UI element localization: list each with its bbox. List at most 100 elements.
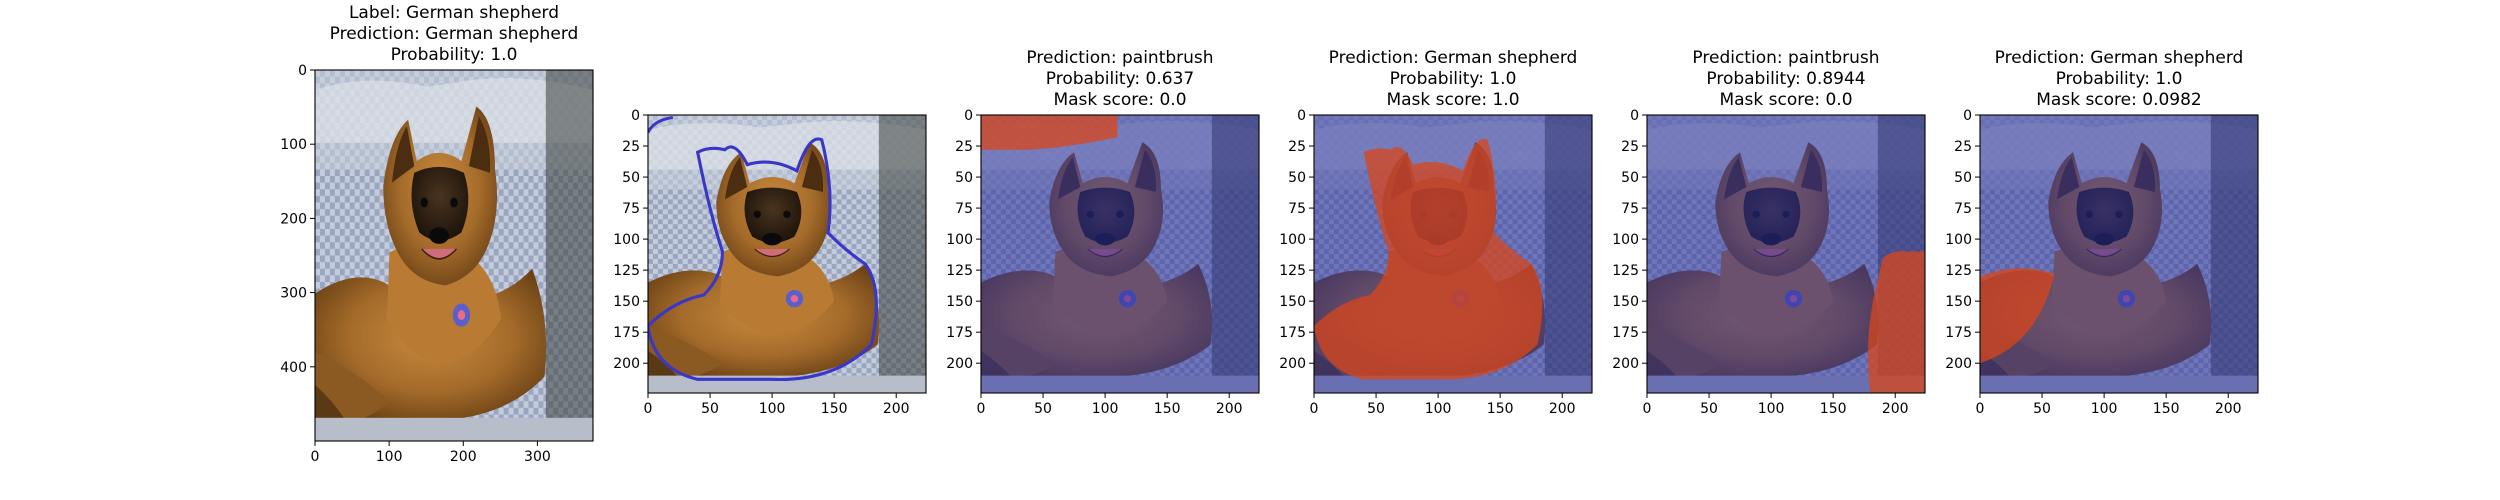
x-tick-label: 200 bbox=[883, 401, 910, 417]
x-tick-label: 150 bbox=[2153, 401, 2180, 417]
y-tick-label: 200 bbox=[946, 356, 973, 372]
german-shepherd-photo bbox=[981, 115, 1260, 394]
mask-region bbox=[1867, 250, 1925, 393]
y-tick-label: 25 bbox=[622, 139, 640, 155]
y-tick-label: 150 bbox=[1945, 294, 1972, 310]
x-tick-label: 100 bbox=[1425, 401, 1452, 417]
german-shepherd-photo bbox=[1647, 115, 1926, 394]
y-tick-label: 75 bbox=[1954, 201, 1972, 217]
x-tick-label: 100 bbox=[1758, 401, 1785, 417]
german-shepherd-photo bbox=[1314, 115, 1593, 394]
panel-title-line: Mask score: 0.0982 bbox=[2036, 90, 2201, 110]
panel-title-line: Probability: 1.0 bbox=[2056, 69, 2183, 89]
y-tick-label: 0 bbox=[964, 108, 973, 124]
x-tick-label: 200 bbox=[450, 449, 477, 465]
y-tick-label: 200 bbox=[613, 356, 640, 372]
y-tick-label: 150 bbox=[613, 294, 640, 310]
x-tick-label: 50 bbox=[2033, 401, 2051, 417]
x-tick-label: 0 bbox=[311, 449, 320, 465]
y-tick-label: 50 bbox=[622, 170, 640, 186]
panel-title-line: Prediction: paintbrush bbox=[1026, 48, 1213, 68]
panel-image bbox=[648, 115, 927, 394]
x-tick-label: 150 bbox=[1820, 401, 1847, 417]
german-shepherd-photo bbox=[648, 115, 927, 394]
x-tick-label: 0 bbox=[1976, 401, 1985, 417]
y-tick-label: 175 bbox=[1945, 325, 1972, 341]
x-tick-label: 50 bbox=[701, 401, 719, 417]
y-tick-label: 25 bbox=[1954, 139, 1972, 155]
y-tick-label: 25 bbox=[1621, 139, 1639, 155]
panel-6: Prediction: German shepherdProbability: … bbox=[1945, 48, 2259, 417]
y-tick-label: 0 bbox=[631, 108, 640, 124]
panel-image bbox=[315, 70, 593, 441]
y-tick-label: 125 bbox=[613, 263, 640, 279]
y-tick-label: 200 bbox=[1279, 356, 1306, 372]
panel-title-line: Label: German shepherd bbox=[349, 3, 559, 23]
panel-title-line: Prediction: German shepherd bbox=[1329, 48, 1578, 68]
y-tick-label: 100 bbox=[613, 232, 640, 248]
panel-title-line: Prediction: German shepherd bbox=[330, 24, 579, 44]
x-tick-label: 150 bbox=[821, 401, 848, 417]
y-tick-label: 25 bbox=[955, 139, 973, 155]
segmentation-contour bbox=[648, 115, 674, 134]
axes-frame bbox=[1313, 114, 1593, 394]
panel-image bbox=[1647, 115, 1926, 394]
y-tick-label: 175 bbox=[1612, 325, 1639, 341]
background-overlay bbox=[1980, 115, 2258, 393]
y-tick-label: 75 bbox=[1288, 201, 1306, 217]
y-tick-label: 0 bbox=[298, 63, 307, 79]
panel-title-line: Probability: 1.0 bbox=[391, 45, 518, 65]
x-tick-label: 200 bbox=[1549, 401, 1576, 417]
x-tick-label: 100 bbox=[1092, 401, 1119, 417]
y-tick-label: 125 bbox=[1279, 263, 1306, 279]
x-tick-label: 100 bbox=[376, 449, 403, 465]
background-overlay bbox=[981, 115, 1259, 393]
panel-title-line: Probability: 0.8944 bbox=[1706, 69, 1865, 89]
mask-region bbox=[981, 115, 1118, 150]
x-tick-label: 100 bbox=[2091, 401, 2118, 417]
panel-4: Prediction: German shepherdProbability: … bbox=[1279, 48, 1593, 417]
y-tick-label: 100 bbox=[1612, 232, 1639, 248]
x-tick-label: 100 bbox=[759, 401, 786, 417]
y-tick-label: 50 bbox=[1288, 170, 1306, 186]
y-tick-label: 175 bbox=[1279, 325, 1306, 341]
x-tick-label: 0 bbox=[1310, 401, 1319, 417]
y-tick-label: 75 bbox=[622, 201, 640, 217]
y-tick-label: 100 bbox=[1945, 232, 1972, 248]
y-tick-label: 0 bbox=[1963, 108, 1972, 124]
x-tick-label: 50 bbox=[1034, 401, 1052, 417]
x-tick-label: 50 bbox=[1700, 401, 1718, 417]
y-tick-label: 0 bbox=[1297, 108, 1306, 124]
y-tick-label: 0 bbox=[1630, 108, 1639, 124]
axes-frame bbox=[1646, 114, 1926, 394]
y-tick-label: 200 bbox=[1612, 356, 1639, 372]
panel-title-line: Prediction: German shepherd bbox=[1995, 48, 2244, 68]
y-tick-label: 100 bbox=[280, 137, 307, 153]
y-tick-label: 25 bbox=[1288, 139, 1306, 155]
x-tick-label: 200 bbox=[1216, 401, 1243, 417]
axes-frame bbox=[314, 69, 594, 442]
panel-image bbox=[1980, 115, 2259, 394]
mask-region bbox=[1980, 268, 2055, 364]
panel-title-line: Probability: 1.0 bbox=[1390, 69, 1517, 89]
y-tick-label: 125 bbox=[1945, 263, 1972, 279]
axes-frame bbox=[1979, 114, 2259, 394]
x-tick-label: 150 bbox=[1154, 401, 1181, 417]
x-tick-label: 200 bbox=[2215, 401, 2242, 417]
x-tick-label: 300 bbox=[524, 449, 551, 465]
y-tick-label: 75 bbox=[955, 201, 973, 217]
german-shepherd-photo bbox=[1980, 115, 2259, 394]
axes-frame bbox=[980, 114, 1260, 394]
y-tick-label: 200 bbox=[1945, 356, 1972, 372]
panel-title-line: Probability: 0.637 bbox=[1046, 69, 1194, 89]
y-tick-label: 200 bbox=[280, 211, 307, 227]
y-tick-label: 300 bbox=[280, 286, 307, 302]
y-tick-label: 175 bbox=[946, 325, 973, 341]
y-tick-label: 175 bbox=[613, 325, 640, 341]
